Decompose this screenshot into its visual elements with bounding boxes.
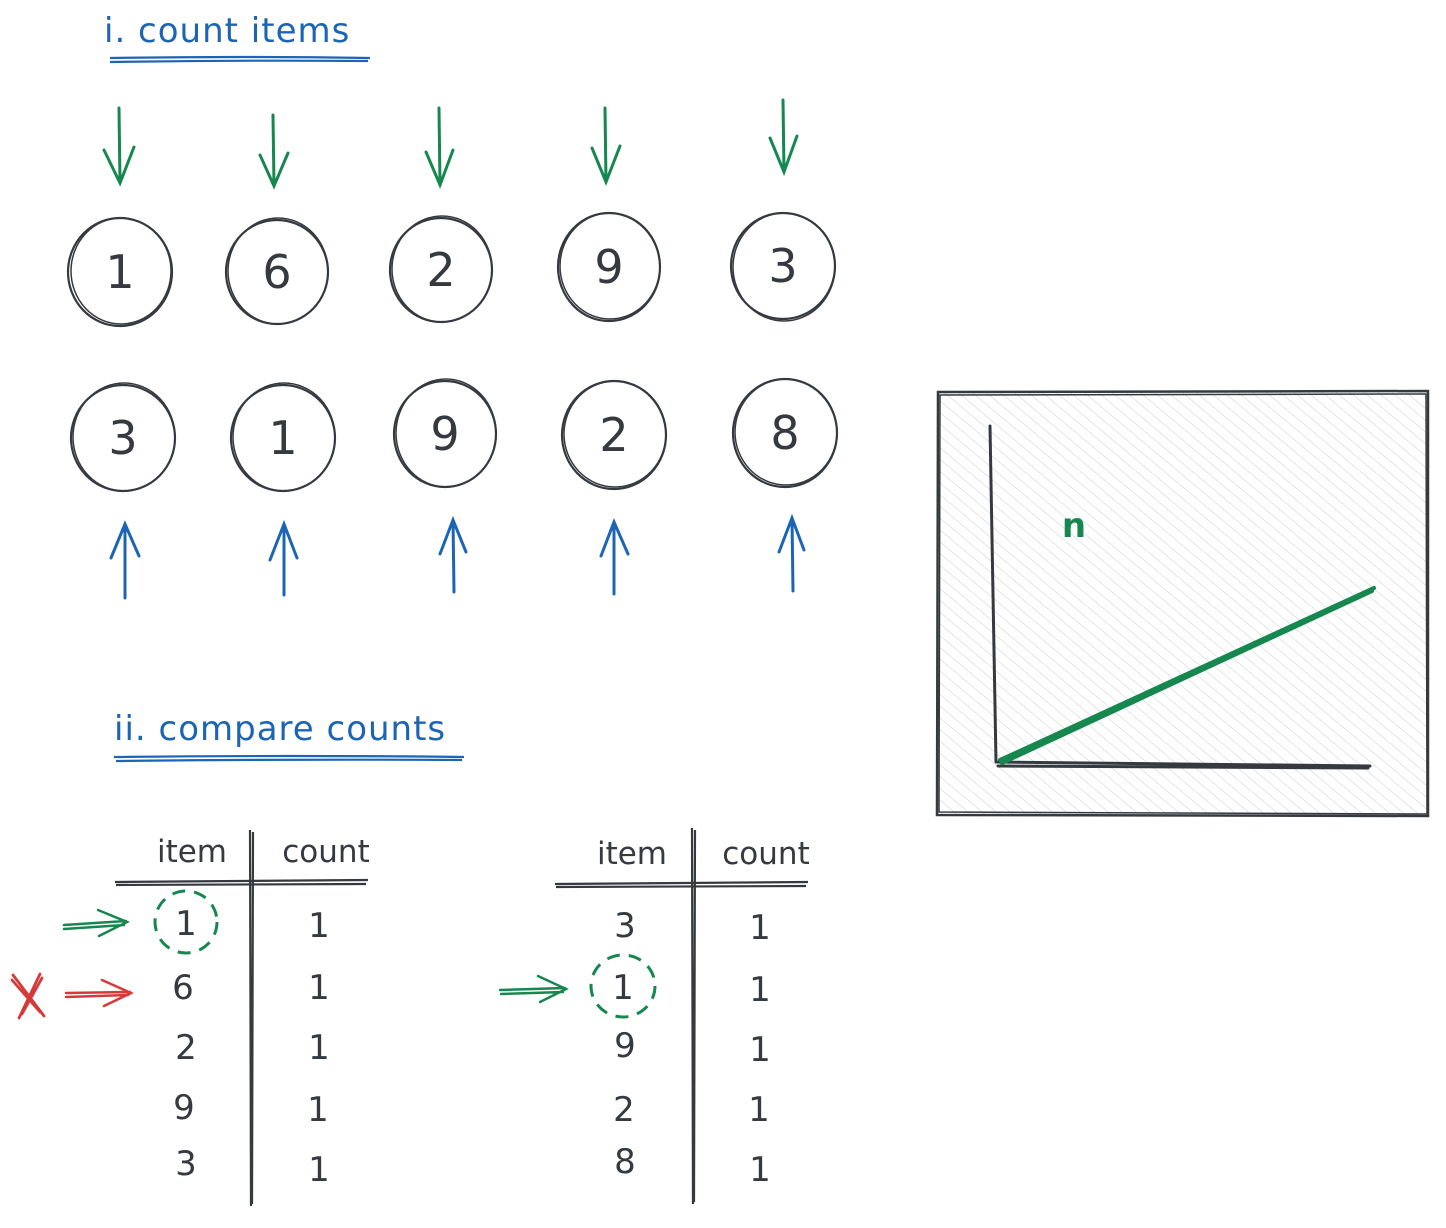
table-divider-horizontal bbox=[554, 880, 809, 889]
item-circle: 3 bbox=[69, 382, 177, 493]
table-header-count: count bbox=[282, 834, 369, 870]
section-ii-title: ii. compare counts bbox=[114, 709, 446, 749]
section-i: i. count items 1 bbox=[66, 11, 839, 600]
table-row: 2 1 bbox=[613, 1090, 770, 1130]
section-i-title-underline bbox=[109, 55, 371, 64]
up-arrow-icon bbox=[438, 515, 468, 594]
table-row: 1 1 bbox=[612, 968, 771, 1010]
item-value: 6 bbox=[262, 245, 291, 299]
table-item-cell: 9 bbox=[173, 1088, 195, 1128]
right-count-table: item count 3 1 1 1 9 1 2 1 8 1 bbox=[498, 827, 810, 1205]
item-circle: 9 bbox=[392, 378, 498, 489]
item-value: 3 bbox=[108, 411, 137, 465]
up-arrow-icon bbox=[268, 519, 299, 597]
left-count-table: item count 1 1 6 1 2 1 9 1 3 1 bbox=[10, 829, 370, 1207]
table-count-cell: 1 bbox=[307, 1090, 329, 1130]
item-value: 2 bbox=[599, 408, 628, 462]
table-row: 2 1 bbox=[175, 1028, 330, 1068]
table-item-cell: 3 bbox=[175, 1144, 197, 1184]
chart-axes bbox=[988, 424, 1372, 770]
up-arrow-icon bbox=[777, 513, 806, 593]
item-circle: 2 bbox=[388, 215, 494, 324]
series-label: n bbox=[1062, 506, 1086, 546]
item-circle: 2 bbox=[560, 379, 668, 491]
item-value: 3 bbox=[768, 239, 797, 293]
top-row-arrows bbox=[102, 98, 799, 190]
item-circle: 1 bbox=[66, 216, 174, 328]
item-circle: 1 bbox=[229, 382, 337, 493]
chart-background bbox=[938, 392, 1428, 816]
item-circle: 3 bbox=[729, 211, 837, 322]
down-arrow-icon bbox=[102, 106, 136, 187]
table-count-cell: 1 bbox=[749, 970, 771, 1010]
table-row: 9 1 bbox=[614, 1026, 771, 1070]
table-divider-vertical bbox=[248, 829, 255, 1207]
table-row: 1 1 bbox=[175, 904, 330, 946]
table-divider-vertical bbox=[690, 827, 697, 1205]
table-header-count: count bbox=[722, 836, 809, 872]
table-divider-horizontal bbox=[114, 878, 369, 887]
section-ii-title-underline bbox=[113, 754, 465, 763]
table-item-cell: 3 bbox=[614, 906, 636, 946]
table-count-cell: 1 bbox=[308, 1028, 330, 1068]
table-row: 3 1 bbox=[175, 1144, 330, 1190]
table-item-cell: 1 bbox=[175, 904, 197, 944]
bottom-row-items: 3 1 9 2 8 bbox=[69, 377, 839, 493]
match-highlight-circle bbox=[589, 953, 657, 1019]
bottom-row-arrows bbox=[109, 513, 806, 600]
item-circle: 6 bbox=[224, 217, 330, 326]
linear-growth-line bbox=[998, 586, 1376, 765]
table-item-cell: 6 bbox=[172, 968, 194, 1008]
down-arrow-icon bbox=[768, 98, 799, 177]
item-value: 2 bbox=[426, 243, 455, 297]
green-pointer-arrow-icon bbox=[62, 908, 131, 938]
table-item-cell: 8 bbox=[614, 1142, 636, 1182]
up-arrow-icon bbox=[599, 518, 630, 596]
green-pointer-arrow-icon bbox=[498, 974, 569, 1004]
item-circle: 9 bbox=[556, 211, 662, 323]
table-header-item: item bbox=[157, 834, 227, 870]
match-highlight-circle bbox=[153, 889, 219, 955]
table-count-cell: 1 bbox=[308, 968, 330, 1008]
top-row-items: 1 6 2 9 3 bbox=[66, 211, 837, 328]
table-count-cell: 1 bbox=[748, 1090, 770, 1130]
table-row: 6 1 bbox=[172, 968, 330, 1008]
table-count-cell: 1 bbox=[308, 1150, 330, 1190]
table-row: 3 1 bbox=[614, 906, 771, 948]
table-item-cell: 1 bbox=[612, 968, 634, 1008]
section-ii: ii. compare counts item count 1 1 6 1 2 … bbox=[10, 709, 810, 1207]
section-i-title: i. count items bbox=[104, 11, 350, 51]
red-pointer-arrow-icon bbox=[64, 978, 134, 1008]
item-value: 1 bbox=[105, 245, 134, 299]
up-arrow-icon bbox=[109, 520, 141, 600]
red-x-icon bbox=[10, 972, 46, 1020]
table-count-cell: 1 bbox=[308, 906, 330, 946]
table-count-cell: 1 bbox=[749, 1150, 771, 1190]
table-count-cell: 1 bbox=[749, 1030, 771, 1070]
complexity-chart: n bbox=[935, 389, 1430, 818]
table-item-cell: 2 bbox=[613, 1090, 635, 1130]
item-circle: 8 bbox=[731, 377, 839, 489]
item-value: 1 bbox=[268, 411, 297, 465]
item-value: 8 bbox=[770, 406, 799, 460]
table-item-cell: 2 bbox=[175, 1028, 197, 1068]
table-header-item: item bbox=[597, 836, 667, 872]
item-value: 9 bbox=[430, 407, 459, 461]
table-row: 8 1 bbox=[614, 1142, 771, 1190]
table-item-cell: 9 bbox=[614, 1026, 636, 1066]
down-arrow-icon bbox=[424, 106, 455, 190]
down-arrow-icon bbox=[590, 106, 622, 187]
table-count-cell: 1 bbox=[749, 908, 771, 948]
down-arrow-icon bbox=[258, 113, 290, 190]
table-row: 9 1 bbox=[173, 1088, 329, 1130]
item-value: 9 bbox=[594, 240, 623, 294]
